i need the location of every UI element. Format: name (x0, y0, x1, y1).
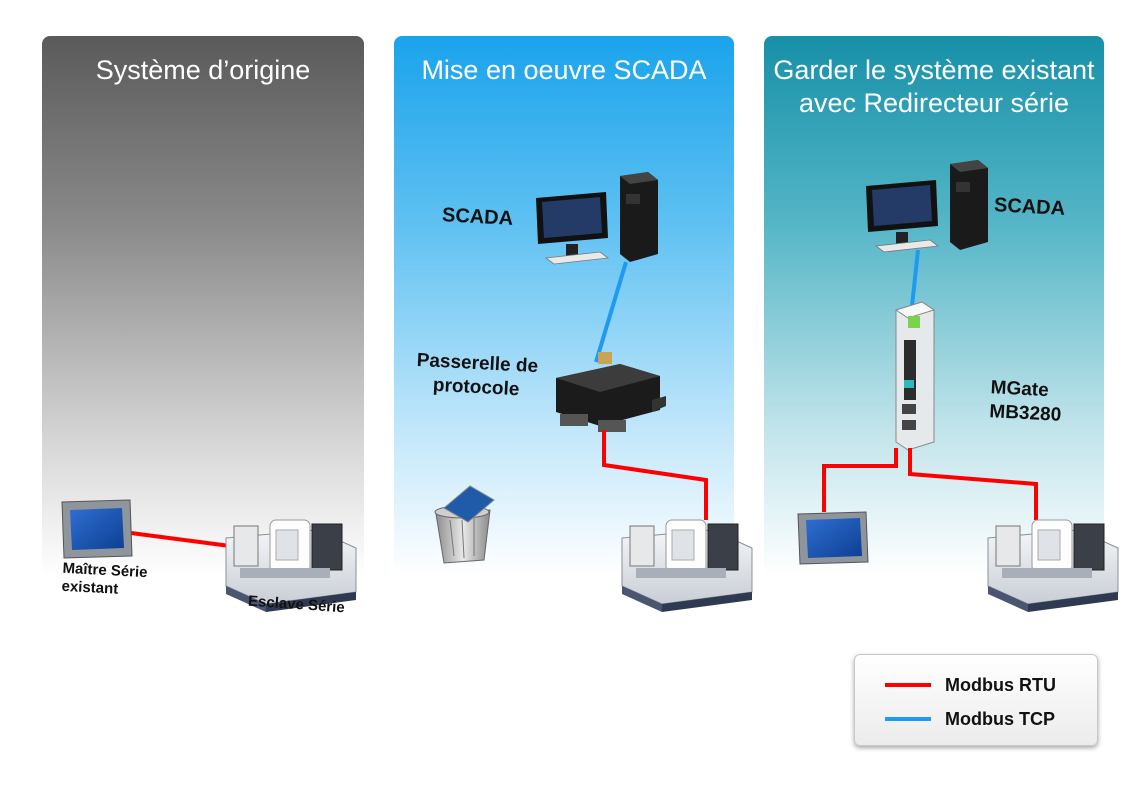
panel-title-redirector-line2: avec Redirecteur série (798, 88, 1070, 118)
legend-label-rtu: Modbus RTU (945, 674, 1056, 695)
scada-label-1: SCADA (441, 204, 514, 230)
scada-computer-2 (865, 159, 989, 253)
legend-item-tcp: Modbus TCP (885, 707, 1055, 731)
rtu-link-gateway-machine (602, 430, 708, 520)
master-device-label: Maître Série existant (61, 560, 148, 600)
rtu-link-mgate-master (822, 448, 898, 512)
mgate-label-line2: MB3280 (988, 401, 1062, 426)
legend-label-tcp: Modbus TCP (945, 708, 1055, 729)
gateway-label: Passerelle de protocole (415, 349, 539, 403)
legend: Modbus RTU Modbus TCP (854, 654, 1098, 746)
panel-title-redirector-line1: Garder le système existant (773, 55, 1095, 85)
trash-bin-icon (434, 485, 495, 564)
serial-master-device (61, 499, 133, 559)
scada-label-2: SCADA (993, 194, 1066, 220)
rtu-link-mgate-slave (908, 448, 1038, 520)
panel-original-system: Système d’origine (42, 36, 364, 576)
legend-item-rtu: Modbus RTU (885, 673, 1056, 697)
panel-title-redirector: Garder le système existant avec Redirect… (764, 54, 1104, 120)
panel-title-original: Système d’origine (95, 55, 311, 85)
rtu-link-master-slave (130, 531, 231, 548)
legend-swatch-tcp (885, 717, 931, 721)
serial-slave-machine-3 (987, 519, 1119, 613)
tcp-link-scada-mgate (910, 249, 920, 307)
serial-master-device-2 (797, 511, 869, 565)
legend-swatch-rtu (885, 683, 931, 687)
protocol-gateway-device (556, 352, 666, 432)
tcp-link-scada-gateway (594, 261, 628, 363)
mgate-label: MGate MB3280 (989, 376, 1063, 428)
panel-title-scada: Mise en oeuvre SCADA (421, 55, 707, 85)
serial-slave-machine-2 (621, 519, 753, 613)
panel-serial-redirector: Garder le système existant avec Redirect… (764, 36, 1104, 576)
panel-scada-implementation: Mise en oeuvre SCADA (394, 36, 734, 576)
scada-computer-1 (535, 171, 659, 265)
mgate-device (894, 301, 936, 451)
